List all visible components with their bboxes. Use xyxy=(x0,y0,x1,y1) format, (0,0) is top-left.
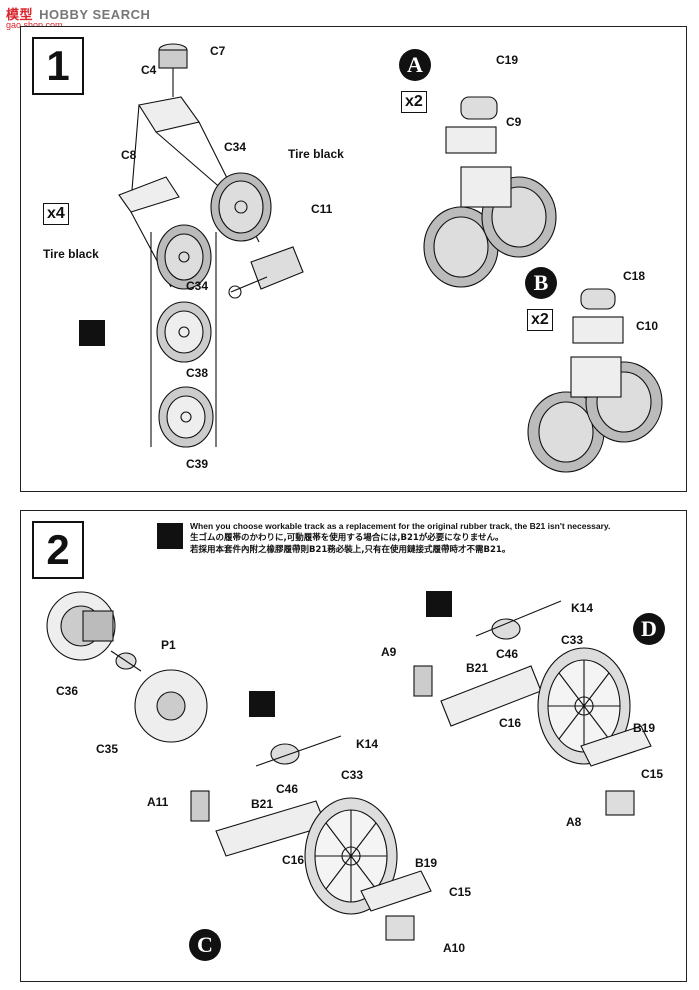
part-label-k14-d: K14 xyxy=(571,601,594,615)
part-label-c34-top: C34 xyxy=(224,140,247,154)
part-label-b21-c: B21 xyxy=(251,797,274,811)
part-label-c33-c: C33 xyxy=(341,768,364,782)
part-label-c34-left: C34 xyxy=(186,279,209,293)
step2-number: 2 xyxy=(32,521,84,579)
subassembly-b-multiplier: x2 xyxy=(527,309,553,331)
note-japanese: 生ゴムの履帯のかわりに,可動履帯を使用する場合には,B21が必要になりません。 xyxy=(190,533,504,543)
part-label-c9: C9 xyxy=(506,115,522,129)
part-label-c10: C10 xyxy=(636,319,659,333)
subassembly-a-multiplier: x2 xyxy=(401,91,427,113)
part-label-c39: C39 xyxy=(186,457,209,471)
part-label-a11: A11 xyxy=(147,795,169,809)
subassembly-c-badge: C xyxy=(189,929,221,961)
subassembly-b-badge: B xyxy=(525,267,557,299)
step2-panel: 2 When you choose workable track as a re… xyxy=(20,510,687,982)
part-label-c8: C8 xyxy=(121,148,137,162)
part-label-c36: C36 xyxy=(56,684,79,698)
option-icon-c xyxy=(249,691,275,717)
step1-number: 1 xyxy=(32,37,84,95)
part-label-c16-d: C16 xyxy=(499,716,522,730)
part-label-a8: A8 xyxy=(566,815,582,829)
part-label-c46-c: C46 xyxy=(276,782,299,796)
part-label-b19-c: B19 xyxy=(415,856,438,870)
watermark-brand-cn: 模型 xyxy=(6,8,34,23)
part-label-c33-d: C33 xyxy=(561,633,584,647)
subassembly-d-badge: D xyxy=(633,613,665,645)
part-label-c35: C35 xyxy=(96,742,119,756)
step1-drawing xyxy=(118,43,663,473)
watermark: 模型 HOBBY SEARCH gao.shop.com xyxy=(6,4,151,30)
option-icon-d xyxy=(426,591,452,617)
part-label-c15-d: C15 xyxy=(641,767,664,781)
part-label-b19-d: B19 xyxy=(633,721,656,735)
subassembly-a-badge: A xyxy=(399,49,431,81)
part-label-c19: C19 xyxy=(496,53,519,67)
part-label-c11: C11 xyxy=(311,202,333,216)
paint-label-tire-left: Tire black xyxy=(43,247,99,261)
part-label-a9: A9 xyxy=(381,645,397,659)
part-label-c38: C38 xyxy=(186,366,209,380)
watermark-brand: HOBBY SEARCH xyxy=(39,7,151,22)
paint-label-tire-top: Tire black xyxy=(288,147,344,161)
watermark-url: gao.shop.com xyxy=(6,20,63,30)
option-icon xyxy=(79,320,105,346)
step1-panel: 1 xyxy=(20,26,687,492)
note-english: When you choose workable track as a repl… xyxy=(190,521,611,531)
part-label-k14-c: K14 xyxy=(356,737,379,751)
part-label-c16-c: C16 xyxy=(282,853,305,867)
part-label-c7: C7 xyxy=(210,44,226,58)
part-label-p1: P1 xyxy=(161,638,176,652)
part-label-c46-d: C46 xyxy=(496,647,519,661)
part-label-a10: A10 xyxy=(443,941,466,955)
note-icon xyxy=(157,523,183,549)
part-label-b21-d: B21 xyxy=(466,661,489,675)
note-chinese: 若採用本套件內附之橡膠履帶則B21務必裝上,只有在使用鏈接式履帶時才不需B21。 xyxy=(190,545,511,555)
part-label-c15-c: C15 xyxy=(449,885,472,899)
part-label-c18: C18 xyxy=(623,269,646,283)
part-label-c4: C4 xyxy=(141,63,157,77)
step2-drawing xyxy=(46,591,652,941)
step1-multiplier: x4 xyxy=(43,203,69,225)
